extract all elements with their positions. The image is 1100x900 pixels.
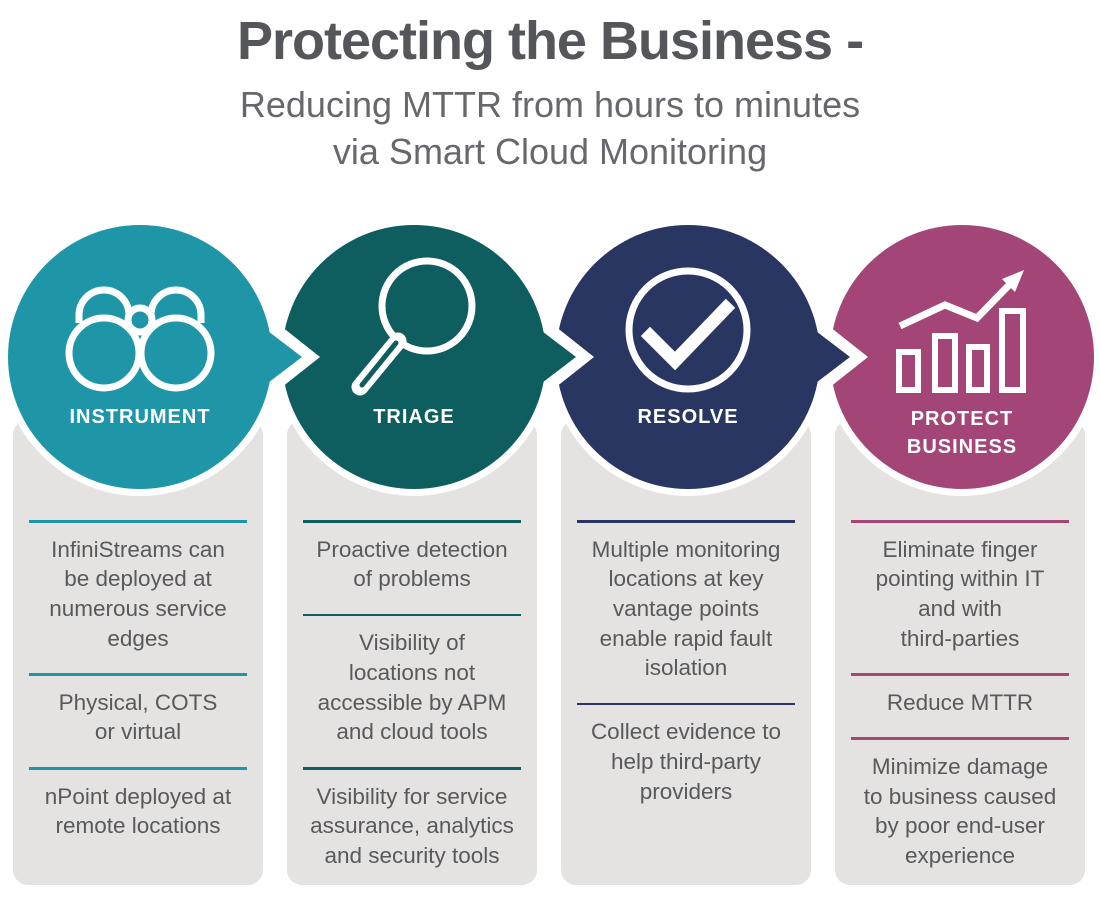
stage1-arrow-fill (218, 293, 302, 421)
binoculars-icon (65, 286, 215, 392)
stage-note: Minimize damage to business caused by po… (863, 753, 1057, 868)
separator-line (29, 520, 247, 523)
stage-note: nPoint deployed at remote locations (44, 783, 232, 839)
separator-line (577, 520, 795, 523)
stage-column-instrument: InfiniStreams can be deployed at numerou… (13, 420, 263, 885)
stage3-arrow (759, 286, 857, 428)
separator-line (303, 520, 521, 523)
magnifying-glass-icon (351, 257, 476, 396)
separator-line (851, 737, 1069, 740)
stage-note: Physical, COTS or virtual (58, 689, 218, 745)
separator-line (851, 520, 1069, 523)
stage2-arrow-fill (492, 293, 576, 421)
stage4-notch (820, 319, 868, 395)
stage1-arrow (211, 286, 309, 428)
separator-line (851, 673, 1069, 676)
separator-line (303, 613, 521, 617)
page-subtitle: Reducing MTTR from hours to minutes via … (0, 82, 1100, 176)
stage-note: Visibility of locations not accessible b… (317, 630, 507, 745)
stage-note: Collect evidence to help third-party pro… (590, 719, 782, 804)
separator-line (577, 702, 795, 706)
stage-note: Multiple monitoring locations at key van… (591, 536, 781, 681)
stage-note: Reduce MTTR (886, 689, 1034, 715)
stage3-arrow-fill (766, 293, 850, 421)
subtitle-line-1: Reducing MTTR from hours to minutes (239, 84, 861, 126)
stage-note: InfiniStreams can be deployed at numerou… (49, 536, 227, 651)
separator-line (29, 673, 247, 676)
separator-line (303, 767, 521, 770)
stage3-notch (546, 319, 594, 395)
stage-column-protect-business: Eliminate finger pointing within IT and … (835, 420, 1085, 885)
stage-note: Visibility for service assurance, analyt… (310, 783, 514, 868)
header: Protecting the Business - Reducing MTTR … (0, 6, 1100, 176)
checkmark-icon (625, 267, 751, 393)
subtitle-line-2: via Smart Cloud Monitoring (332, 130, 768, 172)
stage-column-resolve: Multiple monitoring locations at key van… (561, 420, 811, 885)
stage-note: Proactive detection of problems (316, 536, 508, 592)
stage2-arrow (485, 286, 583, 428)
stage-column-triage: Proactive detection of problems Visibili… (287, 420, 537, 885)
bar-chart-growth-icon (896, 270, 1026, 393)
separator-line (29, 767, 247, 770)
stage2-notch (272, 319, 320, 395)
page-title: Protecting the Business - (236, 11, 864, 71)
stage-note: Eliminate finger pointing within IT and … (875, 536, 1045, 651)
